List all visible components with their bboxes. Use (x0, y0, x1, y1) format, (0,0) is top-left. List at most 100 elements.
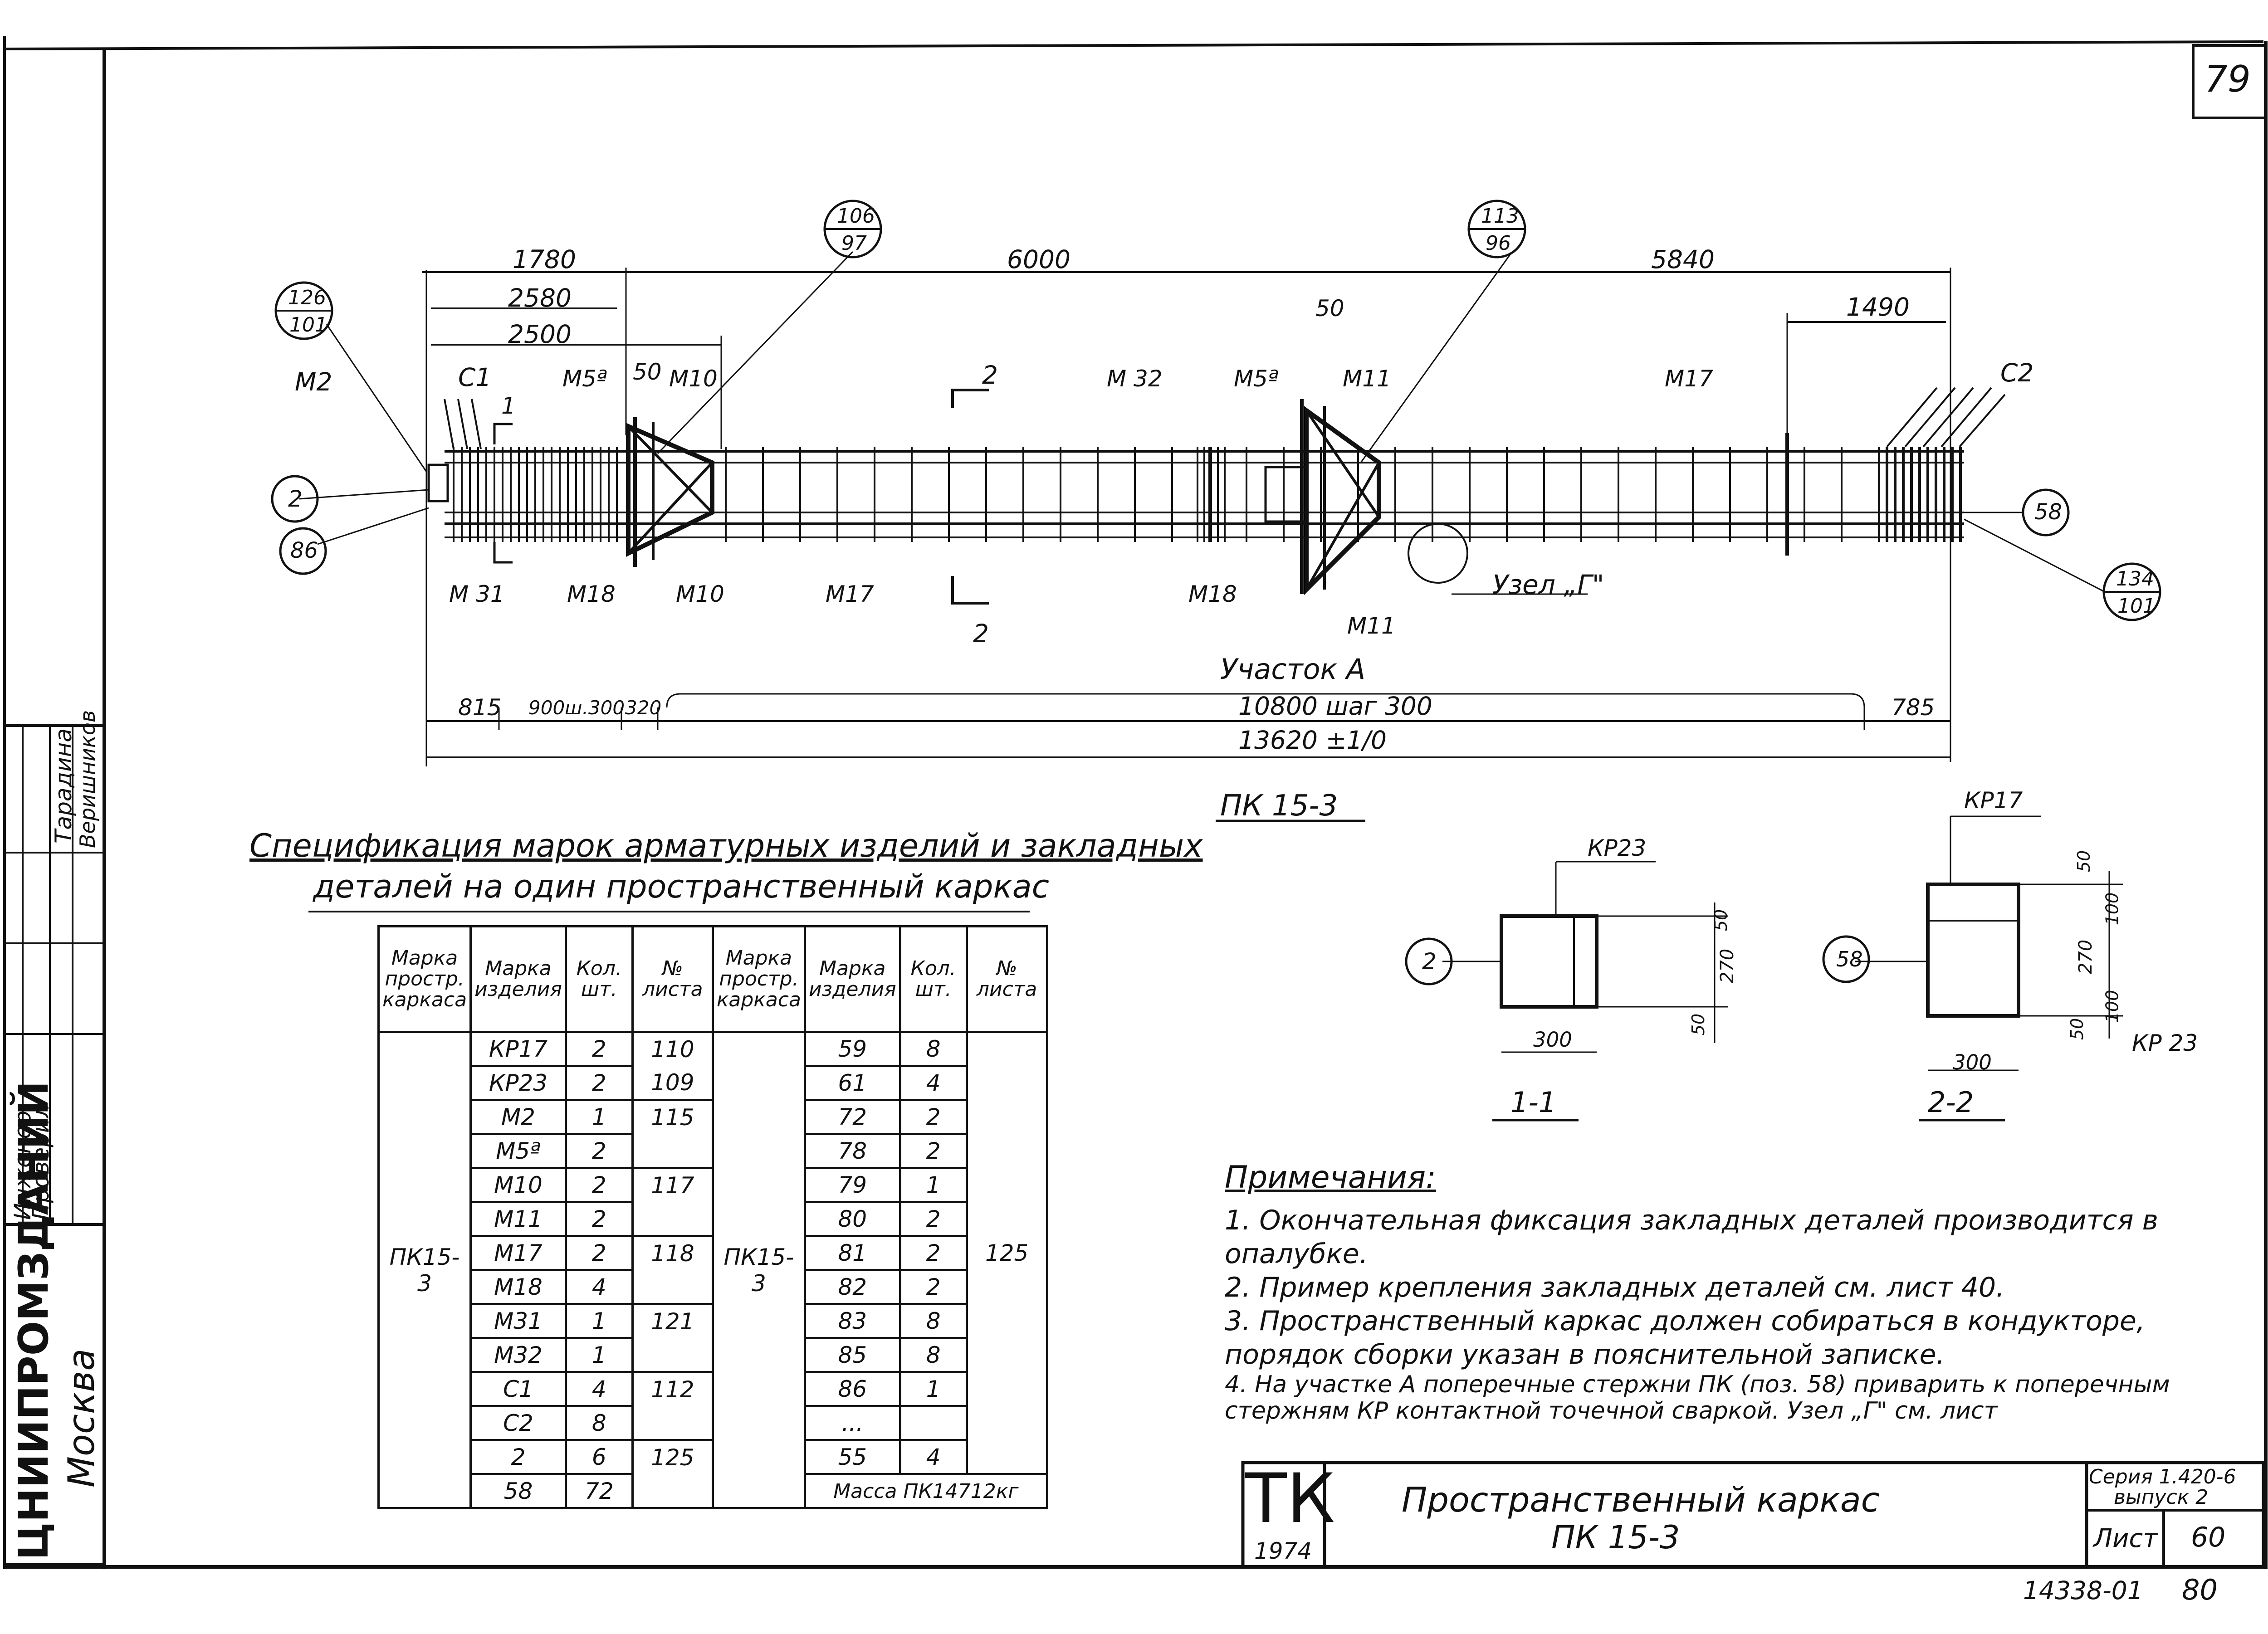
dim-5840: 5840 (1651, 245, 1715, 274)
item-mark: 85 (803, 1337, 901, 1373)
item-sheet: 125 (631, 1439, 714, 1474)
item-qty: 4 (899, 1439, 968, 1475)
item-mark: 82 (803, 1269, 901, 1305)
item-mark: М5ª (469, 1133, 567, 1169)
label-m10-bot: М10 (676, 581, 724, 607)
spec-title-1: Спецификация марок арматурных изделий и … (249, 827, 1203, 864)
frame-mark-right: ПК15-3 (711, 1031, 806, 1509)
bubble-96: 96 (1486, 232, 1511, 255)
item-mark: 80 (803, 1201, 901, 1237)
item-mark: 55 (803, 1439, 901, 1475)
sec2-dim-50b: 50 (2067, 1018, 2087, 1040)
item-sheet (631, 1134, 714, 1169)
sec2-mark-side: КР 23 (2132, 1030, 2198, 1056)
spec-table: Марка простр. каркаса Марка изделия Кол.… (377, 925, 1048, 1509)
sec2-bubble: 58 (1836, 947, 1863, 971)
item-qty: 1 (564, 1099, 634, 1135)
label-m18-right: М18 (1188, 581, 1237, 607)
col-frame-mark-r: Марка простр. каркаса (711, 925, 806, 1033)
label-m18-left: М18 (567, 581, 616, 607)
dim-2500: 2500 (508, 320, 572, 349)
item-qty: 2 (564, 1167, 634, 1203)
dim-815: 815 (458, 694, 502, 721)
col-item-mark-r: Марка изделия (803, 925, 901, 1033)
dim-50-mid: 50 (1315, 295, 1344, 322)
sec2-dim-50a: 50 (2074, 850, 2094, 873)
item-sheet (631, 1474, 714, 1509)
item-qty: 8 (899, 1303, 968, 1339)
dim-320: 320 (625, 697, 662, 719)
note-3: 3. Пространственный каркас должен собира… (1225, 1305, 2145, 1371)
right-sheet: 125 (965, 1031, 1048, 1475)
dim-2580: 2580 (508, 283, 572, 312)
item-sheet: 118 (631, 1235, 714, 1270)
item-qty: 2 (564, 1235, 634, 1271)
bubble-134: 134 (2116, 567, 2154, 590)
item-qty: 8 (564, 1405, 634, 1441)
item-qty (899, 1405, 968, 1441)
label-uzel: Узел „Г" (1492, 569, 1604, 600)
item-sheet: 117 (631, 1167, 714, 1202)
sec1-dim-50a: 50 (1711, 909, 1731, 932)
label-m32: М 32 (1107, 366, 1163, 392)
item-qty: 2 (899, 1133, 968, 1169)
col-qty-l: Кол. шт. (564, 925, 634, 1033)
item-mark: М10 (469, 1167, 567, 1203)
note-1: 1. Окончательная фиксация закладных дета… (1225, 1205, 2159, 1270)
label-sec1: 1 (501, 393, 516, 419)
stamp-checked-name: Веришников (75, 710, 100, 848)
item-mark: М31 (469, 1303, 567, 1339)
sec1-title: 1-1 (1510, 1086, 1557, 1119)
sec1-mark: КР23 (1588, 835, 1647, 861)
item-mark: М2 (469, 1099, 567, 1135)
stamp-city: Москва (60, 1348, 103, 1488)
dim-785: 785 (1892, 694, 1935, 721)
tb-title: Пространственный каркас (1402, 1480, 1880, 1520)
item-mark: 58 (469, 1473, 567, 1509)
mass-cell: Масса ПК14712кг (803, 1473, 1048, 1509)
sec2-title: 2-2 (1928, 1086, 1974, 1119)
dim-10800: 10800 шаг 300 (1238, 692, 1432, 721)
item-qty: 1 (899, 1371, 968, 1407)
label-m17-bot: М17 (826, 581, 874, 607)
col-qty-r: Кол. шт. (899, 925, 968, 1033)
tb-issue: выпуск 2 (2114, 1486, 2209, 1509)
item-sheet (631, 1406, 714, 1441)
item-qty: 8 (899, 1031, 968, 1067)
item-mark: М17 (469, 1235, 567, 1271)
dim-1780: 1780 (513, 245, 576, 274)
item-mark: 59 (803, 1031, 901, 1067)
item-mark: 72 (803, 1099, 901, 1135)
sec1-width: 300 (1533, 1028, 1572, 1052)
dim-900: 900ш.300 (528, 697, 625, 719)
tb-subtitle: ПК 15-3 (1551, 1519, 1680, 1556)
item-sheet: 121 (631, 1303, 714, 1338)
label-m11-top: М11 (1343, 366, 1391, 392)
item-qty: 2 (899, 1099, 968, 1135)
label-m2: М2 (295, 367, 332, 396)
sec1-dim-50b: 50 (1688, 1013, 1709, 1036)
item-mark: КР17 (469, 1031, 567, 1067)
sheet-number: 79 (2204, 58, 2251, 100)
item-qty: 2 (899, 1269, 968, 1305)
col-sheet-r: № листа (965, 925, 1048, 1033)
item-sheet (631, 1270, 714, 1305)
sec2-dim-100a: 100 (2102, 892, 2122, 926)
item-qty: 2 (564, 1065, 634, 1101)
tb-tk: ТК (1245, 1459, 1335, 1538)
label-m10-top: М10 (669, 366, 718, 392)
item-sheet: 112 (631, 1371, 714, 1406)
stamp-org: ЦНИИПРОМЗДАНИЙ (10, 1081, 58, 1560)
label-c2: С2 (2000, 358, 2034, 387)
sec1-dim-270: 270 (1717, 948, 1738, 984)
